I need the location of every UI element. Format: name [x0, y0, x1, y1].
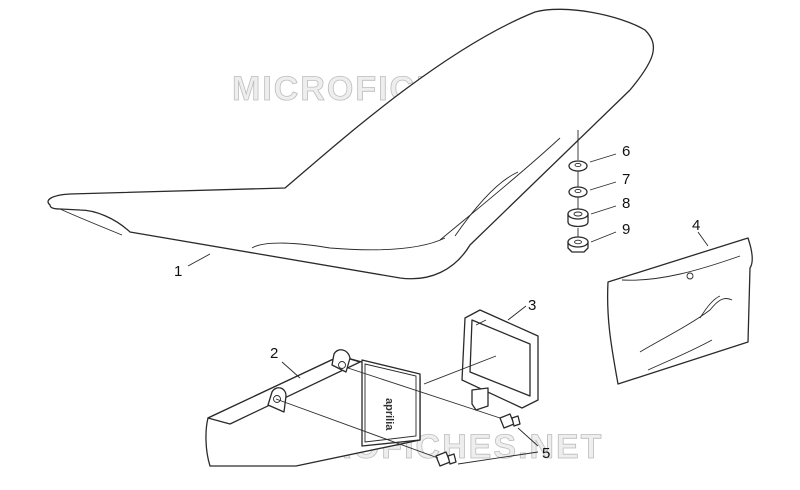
seat-part [47, 8, 654, 280]
screw-upper-part [499, 413, 521, 429]
aprilia-logo: aprilia [383, 398, 395, 431]
callout-2-label: 2 [270, 345, 278, 362]
document-bag-part [606, 237, 753, 385]
nut-9-part [567, 236, 589, 253]
callout-4-label: 4 [692, 217, 700, 234]
assembly-lines [275, 130, 579, 459]
callout-5-label: 5 [542, 445, 550, 462]
washer-6-part [568, 160, 588, 172]
washer-7-part [568, 186, 588, 198]
callout-8-label: 8 [622, 195, 630, 212]
tool-box-part: aprilia [205, 349, 421, 467]
grommet-8-part [567, 208, 589, 228]
callout-9-label: 9 [622, 221, 630, 238]
callout-1-label: 1 [174, 263, 182, 280]
leader-lines [187, 153, 709, 465]
callout-6-label: 6 [622, 143, 630, 160]
callout-3-label: 3 [528, 297, 536, 314]
rubber-strap-part [461, 309, 539, 411]
screw-lower-part [435, 451, 457, 467]
callout-7-label: 7 [622, 171, 630, 188]
